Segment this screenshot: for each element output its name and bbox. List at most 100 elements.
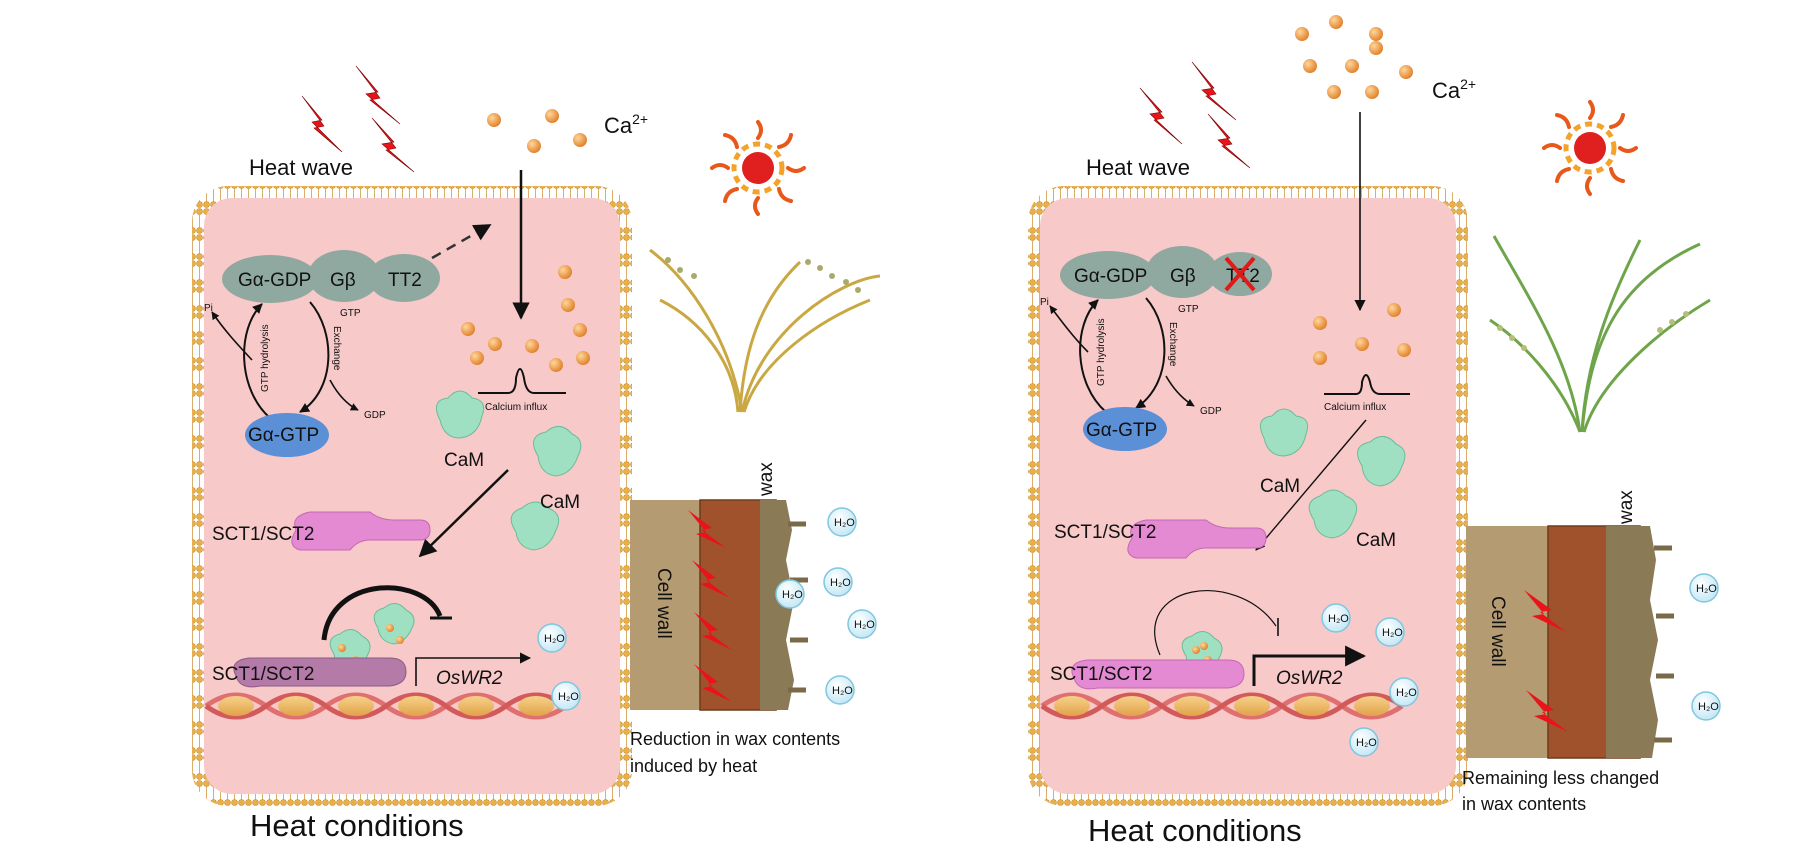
cam-to-sct-arrow: [418, 469, 509, 558]
sct-protein-top: [291, 511, 431, 551]
calcium-label: Ca2+: [604, 111, 648, 138]
rice-plant-icon: [1489, 235, 1711, 433]
cytoplasm: [1040, 198, 1456, 794]
condition-title: Heat conditions: [1088, 813, 1302, 848]
gbeta-label: Gβ: [1170, 266, 1196, 287]
g-protein-complex: [1060, 246, 1272, 299]
sct-label-bottom: SCT1/SCT2: [212, 664, 314, 685]
sct-label-top: SCT1/SCT2: [212, 524, 314, 545]
calcium-ions-outside: [1295, 15, 1413, 99]
tt2-label: TT2: [388, 270, 422, 291]
cell-wall-label: Cell wall: [1487, 596, 1508, 667]
svg-text:H₂O: H₂O: [1382, 627, 1403, 639]
pi-label: Pi: [204, 303, 213, 314]
calcium-influx-peak: [478, 368, 566, 394]
galpha-gtp-protein: [245, 413, 329, 457]
calcium-influx-label: Calcium influx: [485, 402, 547, 413]
svg-text:H₂O: H₂O: [1698, 701, 1719, 713]
sct-label-bottom: SCT1/SCT2: [1050, 664, 1152, 685]
cytoplasm: [204, 198, 620, 794]
cam-label-b: CaM: [540, 492, 580, 513]
gdp-label: GDP: [1200, 406, 1222, 417]
oswr2-label: OsWR2: [436, 668, 503, 689]
heat-wave-label: Heat wave: [1086, 155, 1190, 180]
calcium-ions-inside: [1313, 303, 1411, 365]
svg-text:H₂O: H₂O: [854, 619, 875, 631]
exchange-label: Exchange: [331, 326, 342, 371]
repression-arc: [1154, 590, 1277, 656]
calcium-influx-peak: [1324, 374, 1410, 395]
galpha-gtp-label: Gα-GTP: [248, 425, 319, 446]
repression-arc: [321, 585, 443, 641]
cam-to-sct-arrow: [1255, 419, 1367, 551]
wax-note-line2: induced by heat: [630, 756, 757, 776]
exchange-arrow: [1135, 297, 1166, 409]
calcium-influx-label: Calcium influx: [1324, 402, 1386, 413]
galpha-gdp-label: Gα-GDP: [238, 270, 311, 291]
cell-wall-block: [630, 499, 808, 711]
calcium-label: Ca2+: [1432, 76, 1476, 103]
cam-label-a: CaM: [1260, 476, 1300, 497]
wax-note-line1: Reduction in wax contents: [630, 729, 840, 749]
svg-text:H₂O: H₂O: [834, 517, 855, 529]
pi-arrow: [211, 311, 253, 361]
pi-label: Pi: [1040, 297, 1049, 308]
cam-protein: [435, 390, 582, 551]
water-labels: H₂O H₂O H₂O H₂O H₂O H₂O H₂O: [544, 517, 875, 703]
oswr2-label: OsWR2: [1276, 668, 1343, 689]
rice-plant-icon: [649, 248, 881, 413]
gtp-hydrolysis-label: GTP hydrolysis: [1096, 318, 1107, 386]
g-protein-complex: [222, 250, 440, 303]
sun-icon: [710, 120, 806, 216]
gtp-label: GTP: [1178, 304, 1199, 315]
svg-text:H₂O: H₂O: [832, 685, 853, 697]
lightning-icon: [1139, 61, 1251, 169]
galpha-gdp-label: Gα-GDP: [1074, 266, 1147, 287]
svg-text:H₂O: H₂O: [782, 589, 803, 601]
sct-label-top: SCT1/SCT2: [1054, 522, 1156, 543]
wax-note-line1: Remaining less changed: [1462, 768, 1659, 788]
transcription-arrow: [1252, 645, 1367, 686]
water-molecules: [1321, 573, 1721, 757]
panel-right: Heat wave Ca2+ Calcium influx: [1028, 15, 1721, 848]
calcium-ions-inside: [461, 265, 590, 372]
gtp-hydrolysis-arrow: [1079, 299, 1107, 413]
gdp-label: GDP: [364, 410, 386, 421]
tt2-dashed-arrow: [431, 223, 492, 260]
exchange-arrow: [299, 301, 330, 413]
heat-wave-label: Heat wave: [249, 155, 353, 180]
lightning-icon: [1524, 590, 1568, 732]
condition-title: Heat conditions: [250, 808, 464, 843]
sct-protein-bottom: [1071, 659, 1245, 690]
svg-text:H₂O: H₂O: [558, 691, 579, 703]
dna-helix: [204, 692, 568, 720]
water-molecules: [537, 507, 877, 711]
svg-text:H₂O: H₂O: [544, 633, 565, 645]
sct-protein-bottom: [233, 657, 407, 688]
dna-helix: [1040, 692, 1404, 720]
tt2-knockout-cross-icon: [1224, 256, 1256, 292]
gdp-arrow: [329, 379, 359, 411]
svg-text:H₂O: H₂O: [1696, 583, 1717, 595]
water-labels: H₂O H₂O H₂O H₂O H₂O H₂O: [1328, 583, 1719, 749]
gtp-hydrolysis-arrow: [243, 303, 271, 419]
svg-text:H₂O: H₂O: [1328, 613, 1349, 625]
gdp-arrow: [1165, 375, 1195, 407]
calcium-ions-outside: [487, 109, 587, 153]
sct-protein-top: [1127, 519, 1267, 559]
wax-label: wax: [756, 462, 777, 497]
galpha-gtp-protein: [1083, 407, 1167, 451]
svg-text:H₂O: H₂O: [1396, 687, 1417, 699]
cam-label-b: CaM: [1356, 530, 1396, 551]
cell-wall-block: [1466, 525, 1674, 759]
cam-protein: [1259, 408, 1406, 539]
wax-note-line2: in wax contents: [1462, 794, 1586, 814]
wax-label: wax: [1616, 490, 1637, 525]
pi-arrow: [1049, 305, 1089, 353]
exchange-label: Exchange: [1167, 322, 1178, 367]
cell-wall-label: Cell wall: [653, 568, 674, 639]
galpha-gtp-label: Gα-GTP: [1086, 420, 1157, 441]
gtp-hydrolysis-label: GTP hydrolysis: [260, 324, 271, 392]
gtp-label: GTP: [340, 308, 361, 319]
